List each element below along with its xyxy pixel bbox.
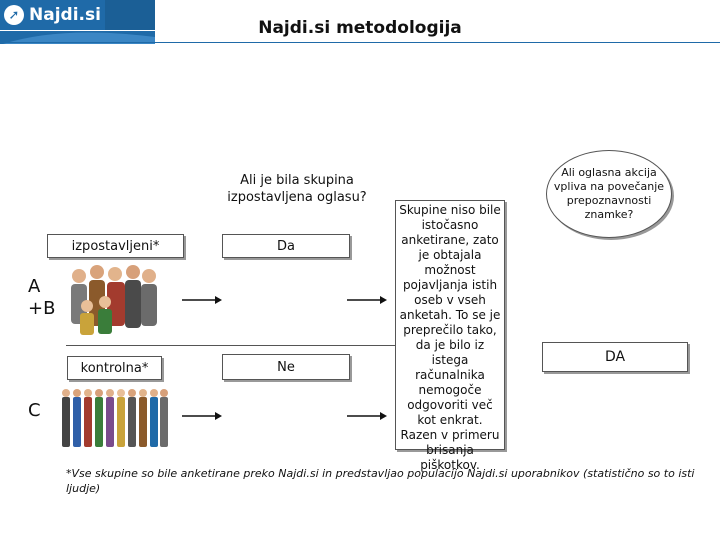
people-crowd-icon <box>60 385 170 455</box>
arrow-right-icon <box>182 290 222 304</box>
arrow-right-icon <box>347 406 387 420</box>
arrow-right-icon <box>182 406 222 420</box>
exposed-group-box: izpostavljeni* <box>47 234 184 258</box>
logo-text: Najdi.si <box>29 5 101 25</box>
answer-yes-box: Da <box>222 234 350 258</box>
header-divider <box>0 42 720 43</box>
logo-swoosh <box>0 30 155 44</box>
logo-accent <box>105 0 155 30</box>
arrow-right-icon <box>347 290 387 304</box>
groups-note-box: Skupine niso bile istočasno anketirane, … <box>395 200 505 472</box>
logo[interactable]: ➚ Najdi.si <box>0 0 105 30</box>
group-ab-label: A +B <box>28 276 56 319</box>
group-divider <box>66 345 396 346</box>
page-title: Najdi.si metodologija <box>258 18 462 38</box>
group-c-label: C <box>28 400 41 421</box>
logo-arrow-icon: ➚ <box>4 5 24 25</box>
exposure-question: Ali je bila skupina izpostavljena oglasu… <box>227 173 367 205</box>
answer-no-box: Ne <box>222 354 350 380</box>
campaign-question-bubble: Ali oglasna akcija vpliva na povečanje p… <box>546 150 672 238</box>
answer-right-box: DA <box>542 342 688 372</box>
footnote: *Vse skupine so bile anketirane preko Na… <box>66 467 695 495</box>
control-group-box: kontrolna* <box>67 356 162 380</box>
people-group-icon <box>65 262 160 342</box>
